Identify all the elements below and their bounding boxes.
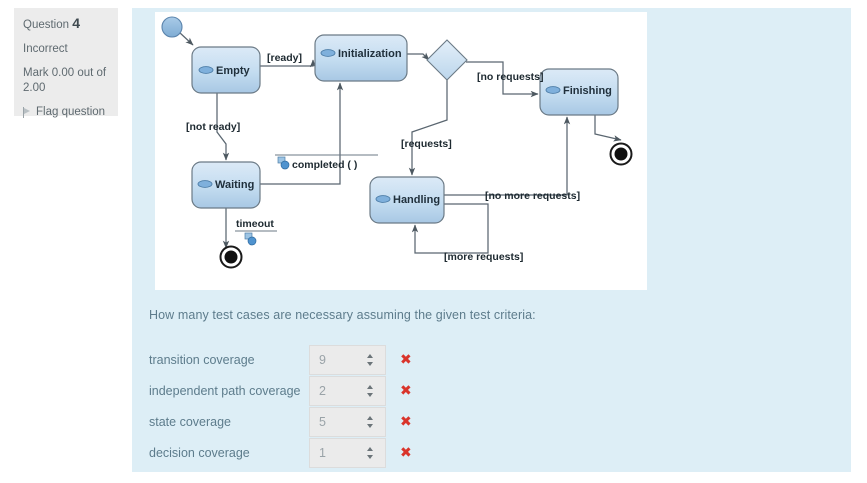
- answer-label: state coverage: [149, 414, 231, 429]
- chevron-updown-icon: [367, 353, 374, 366]
- flag-question-link[interactable]: Flag question: [23, 105, 109, 120]
- final-node-right: [609, 142, 633, 166]
- state-marker-icon: [198, 66, 214, 74]
- state-marker-icon: [545, 86, 561, 94]
- answer-label: independent path coverage: [149, 383, 301, 398]
- answer-row-decision-coverage: decision coverage 1 ✖: [149, 437, 412, 468]
- answer-select-state-coverage[interactable]: 5: [309, 406, 386, 437]
- answer-value: 1: [319, 445, 326, 460]
- state-label: Finishing: [563, 85, 612, 97]
- question-heading: Question 4: [23, 16, 109, 33]
- transition-label-completed-group: completed ( ): [275, 154, 378, 171]
- state-empty: Empty: [191, 46, 261, 94]
- question-label: Question: [23, 19, 70, 31]
- event-icon: [277, 156, 290, 170]
- question-number: 4: [72, 15, 81, 31]
- status-badge-incorrect: ✖: [400, 444, 412, 461]
- status-badge-incorrect: ✖: [400, 382, 412, 399]
- transition-label-no-more-requests: [no more requests]: [485, 190, 580, 202]
- chevron-updown-icon: [367, 446, 374, 459]
- transition-label-no-requests: [no requests]: [477, 71, 544, 83]
- flag-question-label: Flag question: [36, 106, 106, 118]
- transition-label-timeout-group: timeout: [235, 218, 277, 246]
- state-marker-icon: [320, 49, 336, 57]
- state-waiting: Waiting: [191, 161, 261, 209]
- answer-select-decision-coverage[interactable]: 1: [309, 437, 386, 468]
- state-label: Initialization: [338, 48, 402, 60]
- state-label: Empty: [216, 65, 251, 77]
- answer-value: 2: [319, 383, 326, 398]
- event-icon: [244, 232, 257, 246]
- question-content-panel: Empty Initialization Finishing Waiting H: [132, 8, 851, 472]
- chevron-updown-icon: [367, 384, 374, 397]
- transition-label-completed: completed ( ): [292, 159, 357, 171]
- answer-select-transition-coverage[interactable]: 9: [309, 344, 386, 375]
- answer-list: transition coverage 9 ✖ independent path…: [149, 344, 412, 468]
- question-mark: Mark 0.00 out of 2.00: [23, 67, 107, 94]
- transition-label-ready: [ready]: [267, 52, 302, 64]
- decision-node: [426, 39, 468, 81]
- final-node-left: [219, 245, 243, 269]
- state-label: Waiting: [215, 179, 254, 191]
- answer-row-state-coverage: state coverage 5 ✖: [149, 406, 412, 437]
- status-badge-incorrect: ✖: [400, 351, 412, 368]
- transition-edges: [178, 31, 622, 254]
- answer-value: 5: [319, 414, 326, 429]
- answer-label: transition coverage: [149, 352, 255, 367]
- answer-row-independent-path-coverage: independent path coverage 2 ✖: [149, 375, 412, 406]
- state-label: Handling: [393, 194, 440, 206]
- question-info-box: Question 4 Incorrect Mark 0.00 out of 2.…: [14, 8, 118, 118]
- answer-row-transition-coverage: transition coverage 9 ✖: [149, 344, 412, 375]
- answer-label: decision coverage: [149, 445, 250, 460]
- status-badge-incorrect: ✖: [400, 413, 412, 430]
- state-initialization: Initialization: [314, 34, 408, 82]
- state-handling: Handling: [369, 176, 445, 224]
- flag-icon: [23, 107, 32, 118]
- state-marker-icon: [375, 195, 391, 203]
- transition-label-more-requests: [more requests]: [444, 251, 523, 263]
- question-status: Incorrect: [23, 43, 68, 55]
- transition-label-not-ready: [not ready]: [186, 121, 240, 133]
- uml-state-machine-diagram: Empty Initialization Finishing Waiting H: [161, 16, 633, 269]
- answer-select-independent-path-coverage[interactable]: 2: [309, 375, 386, 406]
- state-marker-icon: [197, 180, 213, 188]
- question-prompt: How many test cases are necessary assumi…: [149, 308, 536, 322]
- chevron-updown-icon: [367, 415, 374, 428]
- transition-label-timeout: timeout: [236, 218, 274, 230]
- transition-label-requests: [requests]: [401, 138, 452, 150]
- state-diagram-board: Empty Initialization Finishing Waiting H: [155, 12, 647, 290]
- state-finishing: Finishing: [539, 68, 619, 116]
- answer-value: 9: [319, 352, 326, 367]
- initial-node: [161, 16, 183, 38]
